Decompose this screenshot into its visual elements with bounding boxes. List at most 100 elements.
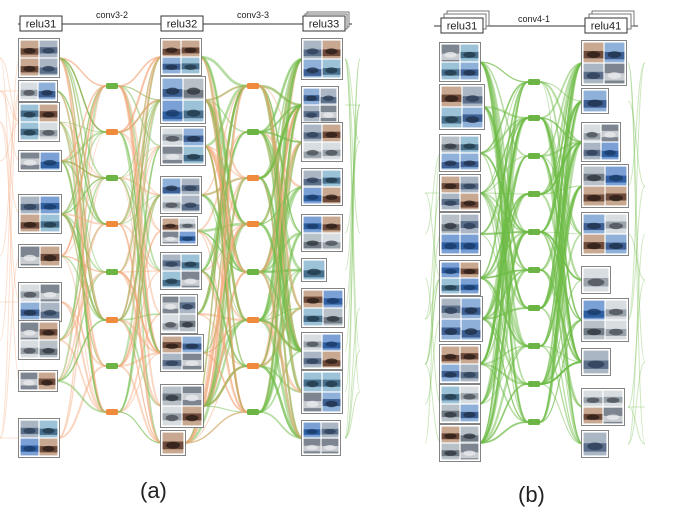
- connection-edge: [344, 58, 361, 393]
- connection-edge: [59, 213, 107, 367]
- connection-edge: [117, 85, 163, 101]
- connection-edge: [424, 277, 442, 405]
- connection-edge: [627, 233, 646, 445]
- connection-edge: [344, 391, 361, 439]
- connection-edge: [55, 131, 107, 382]
- thumbnail-group: [581, 164, 629, 208]
- connection-edge: [117, 85, 163, 407]
- connection-edge: [627, 406, 646, 445]
- thumbnail-group: [581, 266, 611, 294]
- connection-edge: [424, 277, 442, 365]
- connection-edge: [539, 345, 584, 363]
- connection-edge: [201, 177, 248, 407]
- thumbnail-group: [301, 288, 345, 328]
- connection-edge: [59, 160, 107, 413]
- layer-box-relu41: [584, 17, 628, 34]
- connection-edge: [344, 350, 361, 439]
- thumbnail-group: [581, 40, 627, 86]
- connection-edge: [199, 55, 248, 88]
- connection-edge: [478, 363, 529, 423]
- connection-edge: [57, 57, 107, 321]
- connection-edge: [57, 57, 107, 225]
- connection-edge: [344, 104, 361, 271]
- thumbnail-group: [301, 420, 341, 456]
- connection-edge: [117, 270, 163, 355]
- connection-edge: [117, 270, 163, 367]
- connection-edge: [117, 84, 163, 355]
- connection-nodes: [106, 79, 540, 425]
- connection-edge: [117, 56, 163, 133]
- connection-edge: [539, 345, 584, 445]
- connection-edge: [0, 121, 21, 303]
- connection-edge: [117, 319, 163, 444]
- connection-edge: [0, 121, 21, 162]
- connection-node-conv3-2: [106, 317, 118, 323]
- connection-edge: [344, 307, 361, 439]
- connection-edge: [117, 99, 163, 321]
- connection-edge: [478, 233, 529, 347]
- thumbnail-group: [160, 216, 198, 246]
- connection-node-conv4-1: [528, 191, 540, 197]
- connection-edge: [424, 363, 442, 444]
- connection-edge: [57, 121, 107, 273]
- connection-edge: [117, 177, 163, 444]
- layer-box-relu31-a: [19, 15, 63, 32]
- connection-node-conv4-1: [528, 115, 540, 121]
- thumbnail-group: [160, 126, 206, 166]
- connection-edge: [59, 85, 107, 162]
- connection-node-conv3-3: [247, 175, 259, 181]
- connection-edge: [539, 155, 584, 445]
- connection-edge: [117, 99, 163, 273]
- thumbnail-groups: [18, 38, 629, 462]
- thumbnail-group: [160, 294, 198, 334]
- connection-edge: [480, 318, 529, 423]
- connection-edge: [57, 364, 107, 440]
- connection-edge: [117, 411, 163, 444]
- connection-edge: [117, 99, 163, 179]
- connection-edge: [117, 56, 163, 87]
- connection-edge: [258, 85, 304, 143]
- connection-edge: [539, 100, 584, 271]
- connection-edge: [478, 277, 529, 347]
- thumbnail-group: [18, 244, 62, 268]
- connection-node-conv4-1: [528, 229, 540, 235]
- connection-edge: [59, 160, 107, 179]
- connection-edge: [539, 80, 584, 144]
- connection-edge: [478, 151, 529, 234]
- connection-edge: [117, 145, 163, 225]
- connection-node-conv3-3: [247, 363, 259, 369]
- connection-node-conv4-1: [528, 305, 540, 311]
- connection-node-conv4-1: [528, 153, 540, 159]
- connection-edge: [59, 213, 107, 367]
- connection-edge: [117, 319, 163, 444]
- connection-edge: [117, 145, 163, 413]
- thumbnail-group: [439, 344, 481, 384]
- connection-edge: [55, 90, 107, 225]
- thumbnail-group: [18, 102, 60, 142]
- connection-node-conv3-3: [247, 269, 259, 275]
- connection-edge: [480, 306, 529, 321]
- connection-edge: [424, 192, 442, 320]
- thumbnail-group: [581, 212, 629, 256]
- connection-edge: [59, 255, 107, 321]
- connection-edge: [57, 177, 107, 439]
- connection-edge: [478, 193, 529, 405]
- connection-edge: [201, 85, 248, 354]
- connection-edge: [59, 177, 107, 215]
- connection-edge: [117, 56, 163, 225]
- connection-edge: [117, 194, 163, 321]
- connection-edge: [59, 160, 107, 367]
- connection-edge: [57, 57, 107, 87]
- connection-edge: [539, 383, 584, 445]
- connection-edge: [258, 176, 304, 353]
- thumbnail-group: [581, 122, 621, 162]
- connection-edge: [117, 55, 163, 134]
- thumbnail-group: [301, 86, 339, 124]
- connection-edge: [117, 99, 163, 367]
- connection-edge: [59, 160, 107, 179]
- connection-edge: [55, 380, 107, 413]
- connection-edge: [117, 271, 163, 354]
- connection-edge: [57, 121, 107, 413]
- connection-edge: [57, 57, 107, 413]
- connection-edge: [539, 62, 584, 119]
